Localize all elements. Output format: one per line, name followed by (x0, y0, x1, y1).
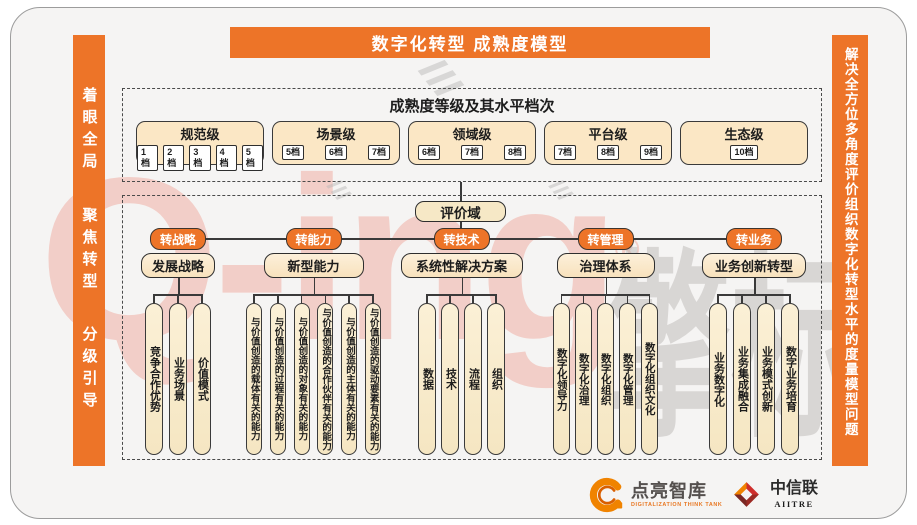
level-card-lingyu: 领域级 6档 7档 8档 (408, 121, 536, 165)
connector-line (461, 278, 464, 294)
level-name: 生态级 (724, 127, 764, 142)
connector-line (460, 221, 462, 229)
dianliang-zhiku-subtitle: DIGITALIZATION THINK TANK (631, 502, 723, 508)
footer-logo-dianliang: 点亮智库 DIGITALIZATION THINK TANK (588, 477, 722, 513)
element-column: 业务集成融合 (733, 294, 751, 455)
grade-badge: 8档 (504, 145, 527, 160)
group-domain: 治理体系 (556, 253, 655, 278)
principle-label: 分级引导 (80, 326, 98, 414)
group-strategy: 转战略 发展战略 竞争合作优势 业务场景 价值模式 (141, 228, 215, 455)
grade-badge: 7档 (368, 145, 391, 160)
footer-logo-zhongxinlian: 中信联 AIITRE (730, 478, 818, 511)
grade-badge: 4档 (215, 145, 237, 171)
group-tag: 转战略 (149, 228, 207, 250)
grade-badge: 1档 (137, 145, 159, 171)
group-tag: 转管理 (577, 228, 634, 250)
element-column: 技术 (441, 294, 459, 455)
element-column: 竞争合作优势 (145, 294, 163, 455)
group-tag: 转技术 (433, 228, 490, 250)
connector-line (427, 294, 496, 296)
dianliang-zhiku-icon (589, 477, 623, 513)
element-column: 数据 (418, 294, 436, 455)
group-domain: 发展战略 (141, 253, 215, 278)
grade-badge: 5档 (241, 145, 264, 171)
grade-badge: 6档 (417, 145, 440, 160)
page-title: 数字化转型 成熟度模型 (230, 27, 710, 58)
grade-badge: 8档 (596, 145, 619, 160)
level-card-shengtai: 生态级 10档 (680, 121, 808, 165)
group-management: 转管理 治理体系 数字化领导力 数字化治理 数字化组织 数字化管理 数字化组织文… (553, 228, 658, 455)
connector-line (754, 278, 756, 294)
level-name: 场景级 (316, 127, 356, 142)
maturity-level-row: 规范级 1档 2档 3档 4档 5档 场景级 5档 6档 7档 领域级 6档 7… (136, 121, 808, 171)
element-column: 数字化领导力 (553, 294, 570, 455)
dianliang-zhiku-name: 点亮智库 (631, 481, 707, 501)
element-column: 与价值创造的主体有关的能力 (341, 294, 358, 455)
level-card-guifan: 规范级 1档 2档 3档 4档 5档 (136, 121, 264, 171)
group-capability: 转能力 新型能力 与价值创造的载体有关的能力 与价值创造的过程有关的能力 与价值… (246, 228, 381, 455)
element-column: 数字化组织 (597, 294, 614, 455)
element-column: 数字化治理 (575, 294, 592, 455)
element-column: 业务模式创新 (757, 294, 775, 455)
principle-label: 聚焦转型 (80, 206, 98, 295)
element-column: 与价值创造的合作伙伴有关的能力 (317, 294, 334, 455)
group-domain: 业务创新转型 (702, 253, 806, 278)
right-purpose-bar: 解决全方位多角度评价组织数字化转型水平的度量模型问题 (832, 35, 868, 466)
connector-line (254, 294, 373, 296)
element-column: 与价值创造的过程有关的能力 (269, 294, 286, 455)
grade-badge: 7档 (460, 145, 483, 160)
grade-badge: 10档 (730, 145, 758, 160)
group-technology: 转技术 系统性解决方案 数据 技术 流程 组织 (400, 228, 523, 455)
level-name: 平台级 (588, 127, 628, 142)
connector-line (313, 278, 316, 294)
evaluation-section-frame (122, 195, 822, 460)
group-tag: 转业务 (725, 228, 783, 250)
maturity-section-title: 成熟度等级及其水平档次 (389, 98, 555, 115)
element-column: 数字化组织文化 (641, 294, 658, 455)
group-domain: 新型能力 (263, 253, 364, 278)
element-column: 数字化管理 (619, 294, 636, 455)
group-tag: 转能力 (285, 228, 342, 250)
element-column: 与价值创造的载体有关的能力 (246, 294, 262, 455)
principle-label: 着眼全局 (80, 87, 98, 175)
connector-line (605, 278, 608, 294)
grade-badge: 7档 (553, 145, 576, 160)
connector-line (460, 182, 462, 201)
zhongxinlian-icon (734, 482, 759, 507)
grade-badge: 3档 (189, 145, 211, 171)
zhongxinlian-name: 中信联 (770, 479, 819, 497)
element-column: 组织 (487, 294, 505, 455)
purpose-text: 解决全方位多角度评价组织数字化转型水平的度量模型问题 (842, 47, 858, 437)
grade-badge: 5档 (281, 145, 304, 160)
level-card-pingtai: 平台级 7档 8档 9档 (544, 121, 672, 165)
element-column: 与价值创造的驱动要素有关的能力 (364, 294, 381, 455)
grade-badge: 6档 (324, 145, 347, 160)
connector-line (178, 278, 180, 294)
element-column: 流程 (464, 294, 482, 455)
level-name: 领域级 (452, 127, 492, 142)
evaluation-root-box: 评价域 (415, 201, 506, 222)
grade-badge: 2档 (163, 145, 185, 171)
level-card-changjing: 场景级 5档 6档 7档 (272, 121, 400, 165)
group-domain: 系统性解决方案 (400, 253, 523, 278)
element-column: 业务场景 (169, 294, 187, 455)
level-name: 规范级 (180, 127, 220, 142)
zhongxinlian-subtitle: AIITRE (774, 498, 814, 509)
connector-line (718, 294, 790, 296)
element-column: 数字业务培育 (781, 294, 799, 455)
group-business: 转业务 业务创新转型 业务数字化 业务集成融合 业务模式创新 数字业务培育 (702, 228, 806, 455)
element-column: 与价值创造的对象有关的能力 (293, 294, 310, 455)
left-principle-bar: 着眼全局 聚焦转型 分级引导 (73, 35, 105, 466)
maturity-section-frame (122, 88, 822, 182)
element-column: 价值模式 (193, 294, 211, 455)
grade-badge: 9档 (640, 145, 663, 160)
element-column: 业务数字化 (709, 294, 727, 455)
